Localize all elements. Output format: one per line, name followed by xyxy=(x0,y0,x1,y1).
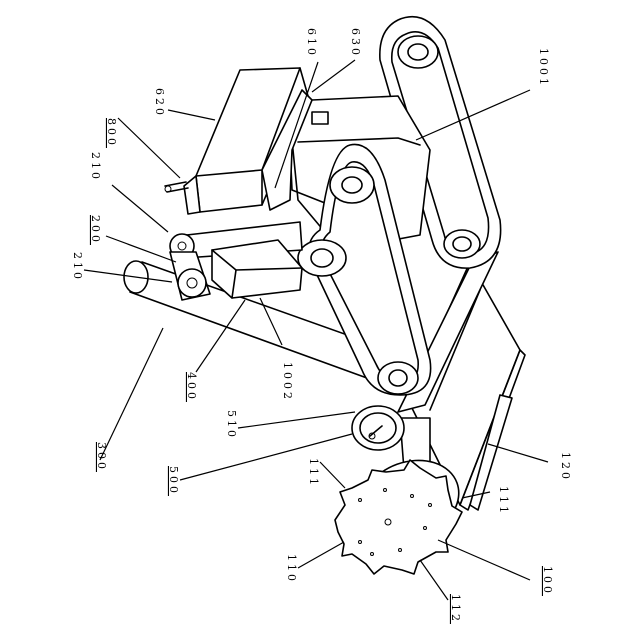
label-500: 500 xyxy=(167,466,180,496)
label-610: 610 xyxy=(305,28,318,58)
label-210-bottom: 210 xyxy=(71,252,84,282)
label-300: 300 xyxy=(95,442,108,472)
label-400: 400 xyxy=(185,372,198,402)
label-200: 200 xyxy=(89,215,102,245)
label-111-bottom: 111 xyxy=(497,486,510,516)
label-110: 110 xyxy=(285,554,298,584)
label-111-top: 111 xyxy=(307,458,320,488)
label-112: 112 xyxy=(449,594,462,624)
pulley-510 xyxy=(352,406,404,450)
label-1002: 1002 xyxy=(281,362,294,402)
label-630: 630 xyxy=(349,28,362,58)
label-210-top: 210 xyxy=(89,152,102,182)
label-800: 800 xyxy=(105,118,118,148)
label-510: 510 xyxy=(225,410,238,440)
label-1001: 1001 xyxy=(537,48,550,88)
label-120: 120 xyxy=(559,452,572,482)
label-100: 100 xyxy=(541,566,554,596)
label-620: 620 xyxy=(153,88,166,118)
